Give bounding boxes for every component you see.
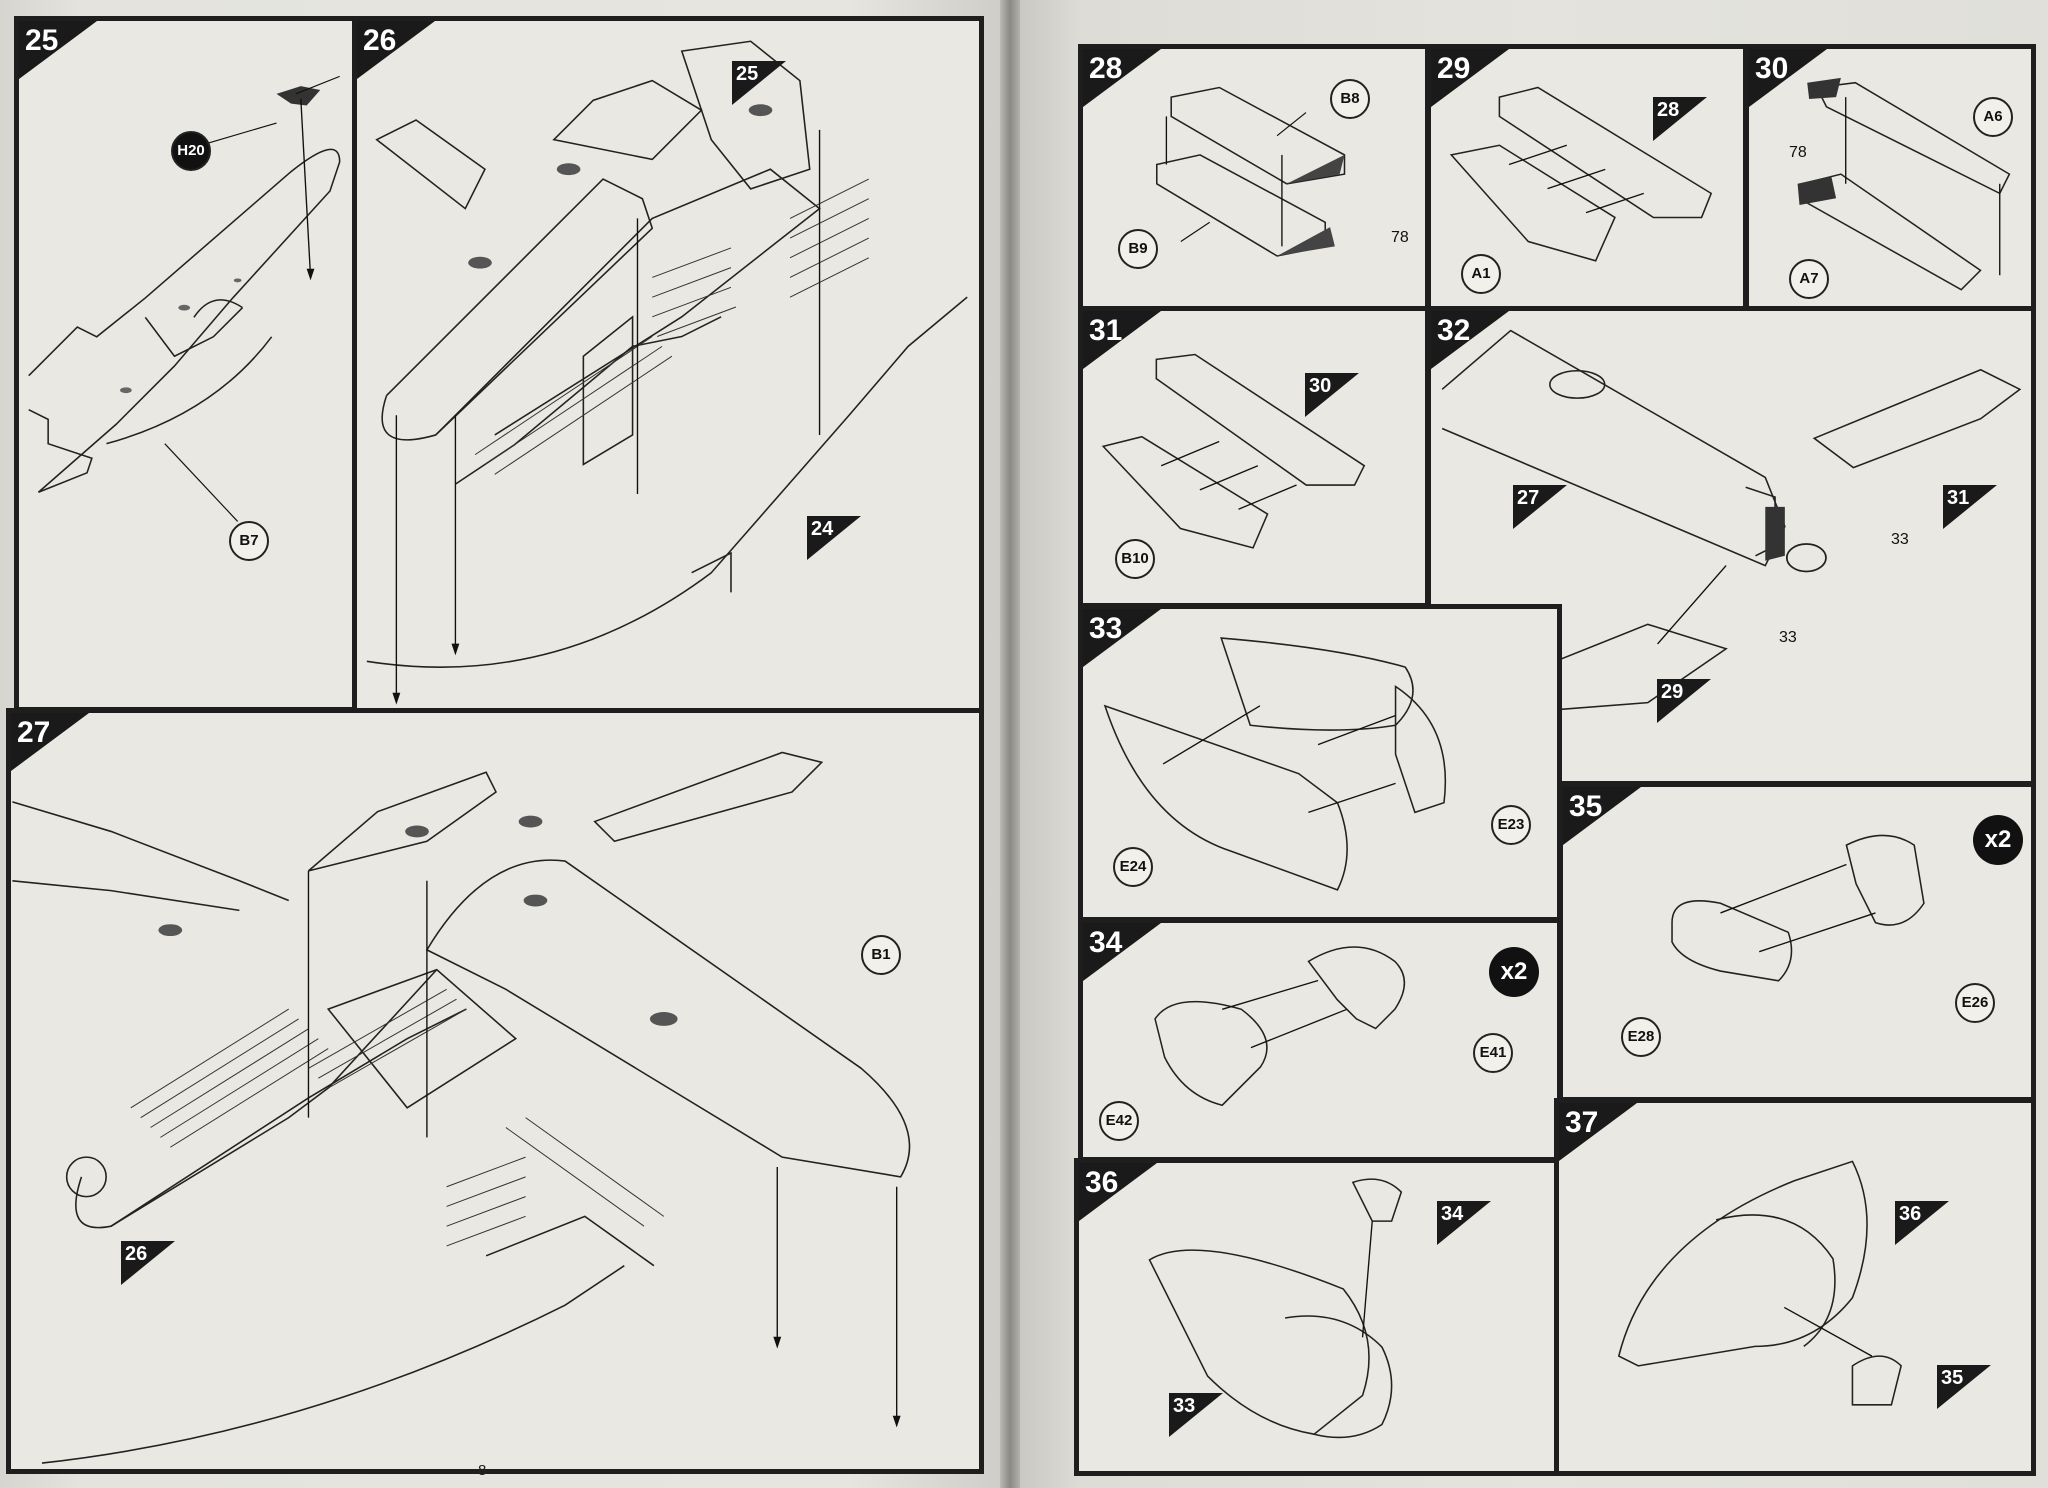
ref-step-27-marker: 27 [1513, 485, 1567, 529]
quantity-x2-badge: x2 [1973, 815, 2023, 865]
part-callout-e42: E42 [1099, 1101, 1139, 1141]
step-33-tab: 33 [1083, 609, 1161, 667]
step-28-tab: 28 [1083, 49, 1161, 107]
step-25-panel: 25 11 11 H20 B7 [14, 16, 368, 712]
step-30-elevator-drawing [1797, 77, 2011, 291]
ref-step-29-marker: 29 [1657, 679, 1711, 723]
step-32-number: 32 [1437, 314, 1471, 347]
ref-step-30-marker: 30 [1305, 373, 1359, 417]
step-32-tab: 32 [1431, 311, 1509, 369]
step-36-panel: 36 34 33 [1074, 1158, 1562, 1476]
ref-step-26-marker: 26 [121, 1241, 175, 1285]
step-26-tab: 26 [357, 21, 435, 79]
step-37-tab: 37 [1559, 1103, 1637, 1161]
step-30-number: 30 [1755, 52, 1789, 85]
step-28-panel: 28 B8 B9 78 [1078, 44, 1430, 312]
part-callout-a7: A7 [1789, 259, 1829, 299]
step-34-panel: 34 x2 E41 E42 [1078, 918, 1562, 1162]
part-callout-h20: H20 [171, 131, 211, 171]
ref-step-28-marker: 28 [1653, 97, 1707, 141]
step-29-tab: 29 [1431, 49, 1509, 107]
step-29-panel: 29 28 A1 [1426, 44, 1748, 312]
step-26-wing-assembly-drawing [366, 40, 968, 705]
step-35-exhaust-drawing [1671, 834, 1925, 982]
step-31-tab: 31 [1083, 311, 1161, 369]
page-gutter [1000, 0, 1020, 1488]
step-29-number: 29 [1437, 52, 1471, 85]
part-callout-78: 78 [1789, 144, 1807, 161]
ref-step-36-marker: 36 [1895, 1201, 1949, 1245]
step-25-number: 25 [25, 24, 59, 57]
step-28-tailplane-drawing [1155, 86, 1346, 257]
part-callout-b7: B7 [229, 521, 269, 561]
step-33-nacelle-drawing [1103, 637, 1447, 891]
part-callout-b9: B9 [1118, 229, 1158, 269]
step-31-tailplane-drawing [1101, 353, 1366, 549]
part-callout-e24: E24 [1113, 847, 1153, 887]
part-callout-33: 33 [1779, 629, 1797, 646]
part-callout-e26: E26 [1955, 983, 1995, 1023]
step-36-tab: 36 [1079, 1163, 1157, 1221]
part-callout-78: 78 [1391, 229, 1409, 246]
step-27-tab: 27 [11, 713, 89, 771]
step-30-panel: 30 A6 A7 78 [1744, 44, 2036, 312]
step-35-panel: 35 x2 E28 E26 [1558, 782, 2036, 1102]
part-callout-e28: E28 [1621, 1017, 1661, 1057]
step-28-number: 28 [1089, 52, 1123, 85]
step-30-tab: 30 [1749, 49, 1827, 107]
part-callout-b1: B1 [861, 935, 901, 975]
part-callout-e41: E41 [1473, 1033, 1513, 1073]
step-34-intake-drawing [1154, 946, 1406, 1107]
step-31-number: 31 [1089, 314, 1123, 347]
step-36-nacelle-drawing [1148, 1178, 1403, 1439]
quantity-x2-badge: x2 [1489, 947, 1539, 997]
step-37-number: 37 [1565, 1106, 1599, 1139]
step-36-number: 36 [1085, 1166, 1119, 1199]
ref-step-33-marker: 33 [1169, 1393, 1223, 1437]
part-callout-33: 33 [1891, 531, 1909, 548]
step-37-nacelle-drawing [1617, 1160, 1902, 1406]
step-26-panel: 26 25 24 [352, 16, 984, 722]
part-callout-e23: E23 [1491, 805, 1531, 845]
step-33-panel: 33 E24 E23 [1078, 604, 1562, 922]
step-35-tab: 35 [1563, 787, 1641, 845]
part-callout-b8: B8 [1330, 79, 1370, 119]
ref-step-31-marker: 31 [1943, 485, 1997, 529]
step-33-number: 33 [1089, 612, 1123, 645]
step-27-panel: 27 B1 26 [6, 708, 984, 1474]
step-25-tab: 25 [19, 21, 97, 79]
step-35-number: 35 [1569, 790, 1603, 823]
step-29-elevator-drawing [1449, 86, 1713, 262]
step-34-number: 34 [1089, 926, 1123, 959]
part-callout-b10: B10 [1115, 539, 1155, 579]
step-34-tab: 34 [1083, 923, 1161, 981]
part-callout-a1: A1 [1461, 254, 1501, 294]
step-31-panel: 31 30 B10 [1078, 306, 1430, 608]
part-callout-a6: A6 [1973, 97, 2013, 137]
step-25-wing-drawing [28, 75, 341, 522]
ref-step-34-marker: 34 [1437, 1201, 1491, 1245]
step-37-panel: 37 36 35 [1554, 1098, 2036, 1476]
ref-step-35-marker: 35 [1937, 1365, 1991, 1409]
ref-step-25-marker: 25 [732, 61, 786, 105]
ref-step-24-marker: 24 [807, 516, 861, 560]
step-26-number: 26 [363, 24, 397, 57]
page-number: 8 [478, 1462, 487, 1479]
step-27-fuselage-wing-drawing [12, 751, 911, 1464]
step-27-number: 27 [17, 716, 51, 749]
